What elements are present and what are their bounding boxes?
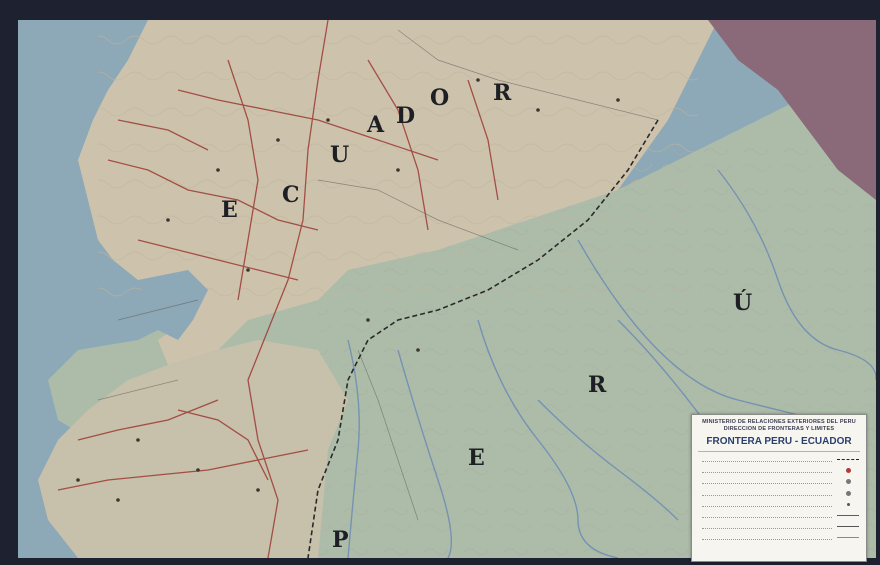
ecuador-letter-e: E xyxy=(221,197,238,223)
legend-row-secondary-road xyxy=(698,521,860,532)
town-markers xyxy=(76,78,620,502)
legend-ministry-header: MINISTERIO DE RELACIONES EXTERIORES DEL … xyxy=(702,419,856,425)
legend-row-road xyxy=(698,510,860,521)
ecuador-letter-c: C xyxy=(282,182,300,208)
legend-row-river xyxy=(698,532,860,543)
ecuador-country-label: E C U A D O R xyxy=(221,80,512,223)
secondary-road-symbol xyxy=(837,526,859,528)
legend-department-header: DIRECCION DE FRONTERAS Y LIMITES xyxy=(723,426,835,432)
ecuador-letter-o: O xyxy=(430,85,449,111)
ecuador-letter-u: U xyxy=(330,142,349,168)
ecuador-relief xyxy=(98,20,698,300)
legend-row-province-capital xyxy=(698,488,860,499)
gulf-inlet xyxy=(138,270,208,340)
department-capital-symbol xyxy=(845,479,851,485)
legend-row-dept-capital xyxy=(698,476,860,487)
province-capital-symbol xyxy=(845,490,851,496)
peru-country-label: P E R Ú xyxy=(332,289,752,553)
secondary-roads xyxy=(97,29,659,521)
peru-letter-p: P xyxy=(332,527,349,553)
legend-row-capital xyxy=(698,465,860,476)
map-legend: MINISTERIO DE RELACIONES EXTERIORES DEL … xyxy=(691,414,867,562)
ecuador-letter-d: D xyxy=(396,103,415,129)
ecuador-letter-r: R xyxy=(493,80,512,106)
border-line xyxy=(307,119,659,558)
peru-letter-e: E xyxy=(468,445,485,471)
colombia-region xyxy=(708,20,876,200)
peru-coast-land xyxy=(38,340,348,558)
rivers xyxy=(347,169,876,558)
legend-title: FRONTERA PERU - ECUADOR xyxy=(706,436,852,447)
ecuador-letter-a: A xyxy=(366,112,385,138)
roads xyxy=(57,20,499,558)
peru-letter-u-accent: Ú xyxy=(733,289,752,316)
boundary-line-symbol xyxy=(837,459,859,461)
legend-row-boundary xyxy=(698,454,860,465)
district-capital-symbol xyxy=(846,502,850,506)
capital-dot-symbol xyxy=(845,468,851,474)
legend-row-district-capital xyxy=(698,499,860,510)
road-line-symbol xyxy=(837,515,859,517)
river-line-symbol xyxy=(837,537,859,539)
legend-divider xyxy=(698,451,860,452)
peru-ecuador-border-map: E C U A D O R P E R Ú xyxy=(18,20,876,558)
peru-letter-r: R xyxy=(588,372,607,398)
